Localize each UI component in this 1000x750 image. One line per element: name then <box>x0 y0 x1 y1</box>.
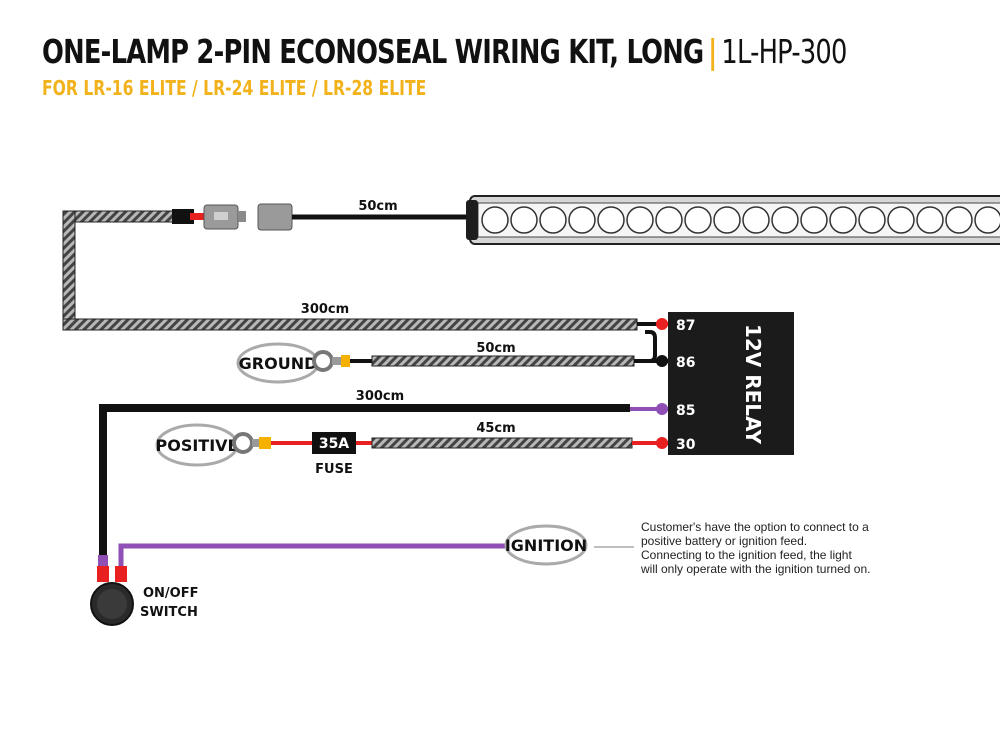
fuse-rating: 35A <box>319 436 349 452</box>
page-title: ONE-LAMP 2-PIN ECONOSEAL WIRING KIT, LON… <box>42 30 847 74</box>
relay-pin-86: 86 <box>676 355 695 371</box>
led-lens <box>684 206 712 234</box>
page-subtitle: FOR LR-16 ELITE / LR-24 ELITE / LR-28 EL… <box>42 76 427 100</box>
ground-lead: GROUND 50cm <box>236 330 668 384</box>
switch-label-line2: SWITCH <box>140 605 198 620</box>
light-lead-length: 50cm <box>358 199 397 214</box>
led-lens <box>829 206 857 234</box>
relay-pin-85: 85 <box>676 403 695 419</box>
led-lens <box>539 206 567 234</box>
ignition-label: IGNITION <box>505 536 587 555</box>
part-code: 1L-HP-300 <box>721 32 847 71</box>
light-lead: 50cm <box>69 199 466 231</box>
on-off-switch: ON/OFF SWITCH <box>90 555 199 626</box>
led-lens <box>510 206 538 234</box>
positive-lead: POSITIVE 45cm 35A FUSE <box>155 421 668 477</box>
relay: 87 86 85 30 12V RELAY <box>656 312 794 455</box>
relay-title: 12V RELAY <box>741 324 765 445</box>
ground-lead-length: 50cm <box>476 341 515 356</box>
led-lens <box>974 206 1000 234</box>
switch-label-line1: ON/OFF <box>143 586 199 601</box>
led-lens-row <box>481 206 1000 234</box>
ground-label: GROUND <box>239 354 318 373</box>
fuse-label: FUSE <box>315 462 353 477</box>
led-lens <box>771 206 799 234</box>
led-lens <box>713 206 741 234</box>
led-lens <box>626 206 654 234</box>
led-lens <box>916 206 944 234</box>
title-text: ONE-LAMP 2-PIN ECONOSEAL WIRING KIT, LON… <box>42 32 704 71</box>
fuse: 35A FUSE <box>312 432 356 477</box>
led-lens <box>887 206 915 234</box>
led-lens <box>655 206 683 234</box>
ignition-note: Customer's have the option to connect to… <box>641 520 871 576</box>
relay-87-lead-length: 300cm <box>301 302 349 317</box>
led-light-bar <box>466 195 1000 245</box>
led-lens <box>800 206 828 234</box>
led-lens <box>597 206 625 234</box>
led-lens <box>858 206 886 234</box>
led-lens <box>742 206 770 234</box>
title-separator: | <box>708 32 717 71</box>
led-lens <box>481 206 509 234</box>
header: ONE-LAMP 2-PIN ECONOSEAL WIRING KIT, LON… <box>42 30 982 74</box>
relay-pin-87: 87 <box>676 318 695 334</box>
battery-lead-length: 45cm <box>476 421 515 436</box>
led-lens <box>945 206 973 234</box>
ignition-lead: IGNITION <box>118 524 634 566</box>
positive-label: POSITIVE <box>156 436 239 455</box>
relay-87-lead: 300cm <box>62 210 668 331</box>
switch-lead-length: 300cm <box>356 389 404 404</box>
switch-lead: 300cm <box>99 389 668 555</box>
led-lens <box>568 206 596 234</box>
relay-pin-30: 30 <box>676 437 696 453</box>
